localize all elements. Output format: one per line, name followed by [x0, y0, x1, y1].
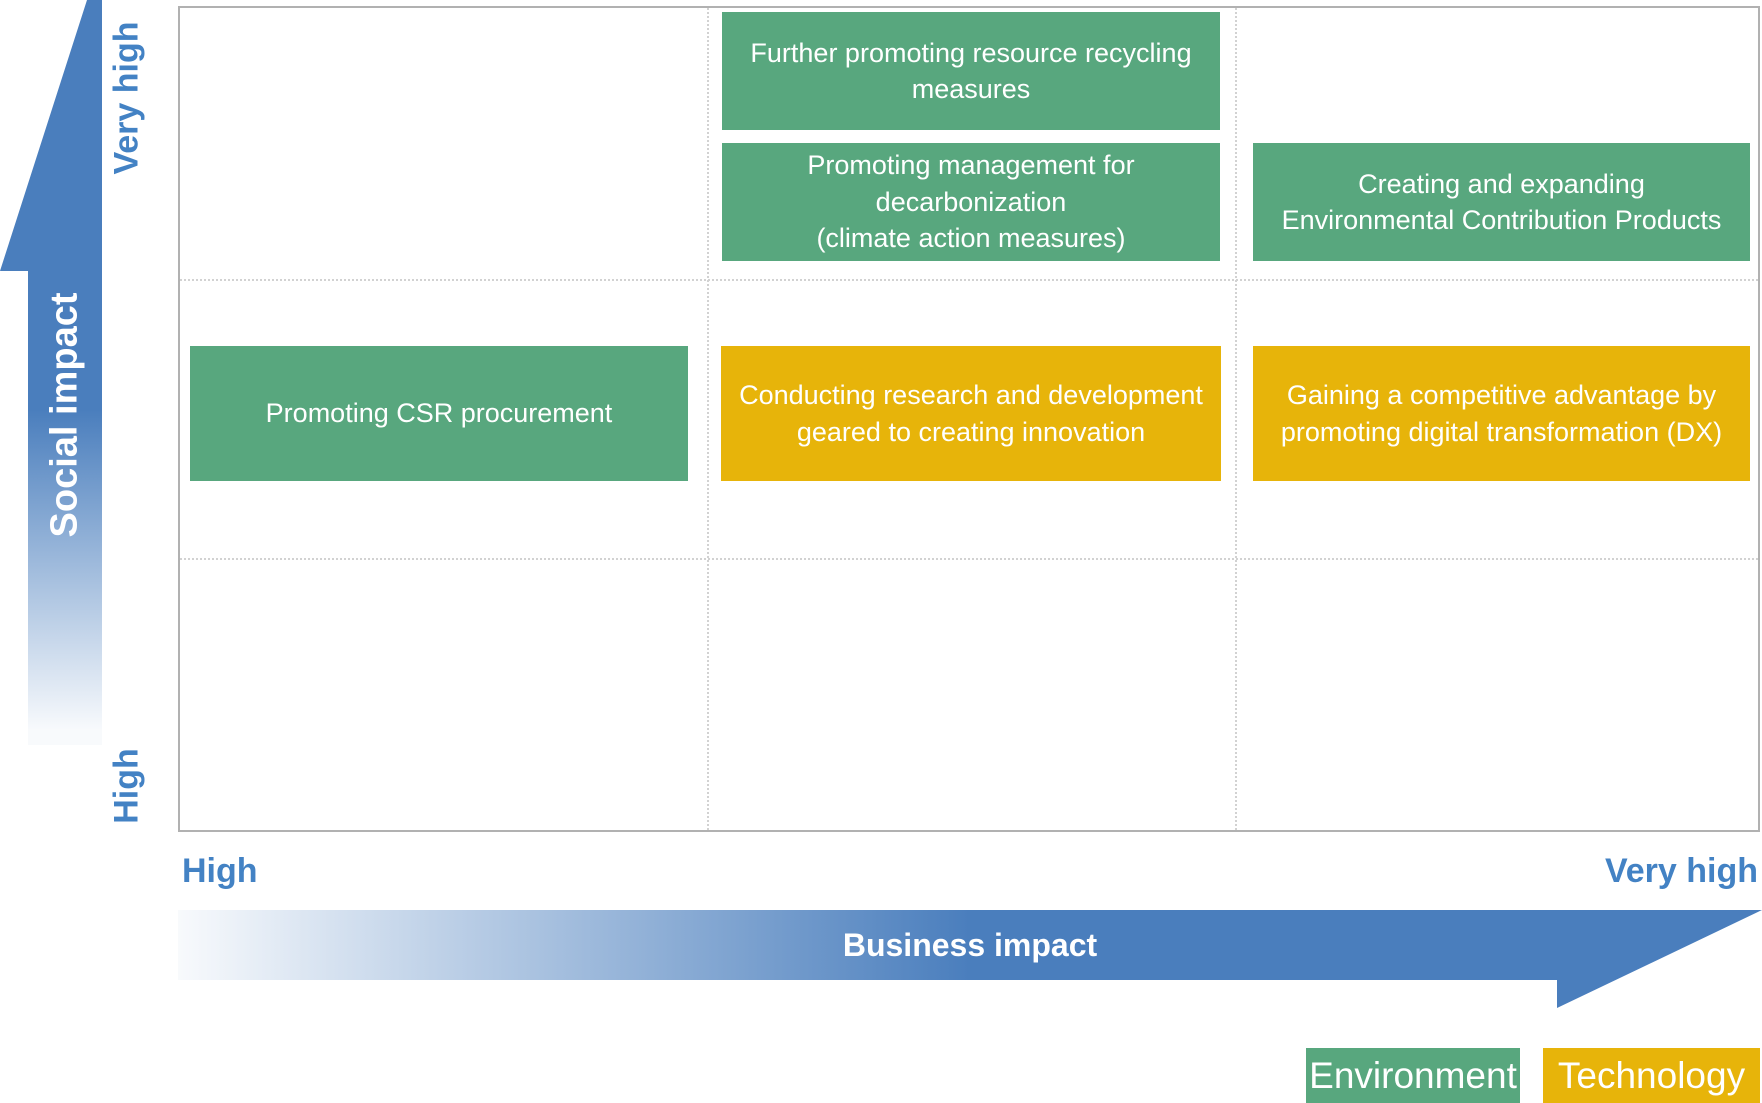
matrix-item-csr-procurement: Promoting CSR procurement	[190, 346, 688, 481]
x-axis-left-label: High	[182, 852, 258, 890]
grid-line-vertical-1	[707, 8, 709, 830]
grid-line-horizontal-2	[180, 558, 1758, 560]
business-impact-arrow-icon	[178, 910, 1762, 1008]
y-axis-top-label: Very high	[107, 21, 146, 175]
matrix-item-decarbonization: Promoting management for decarbonization…	[722, 143, 1220, 261]
x-axis-right-label: Very high	[1604, 852, 1758, 890]
matrix-item-rd-innovation: Conducting research and development gear…	[721, 346, 1221, 481]
matrix-item-environmental-products: Creating and expanding Environmental Con…	[1253, 143, 1750, 261]
grid-line-vertical-2	[1235, 8, 1237, 830]
legend-technology: Technology	[1543, 1048, 1760, 1103]
grid-line-horizontal-1	[180, 279, 1758, 281]
legend-environment: Environment	[1306, 1048, 1520, 1103]
y-axis-bottom-label: High	[107, 748, 146, 824]
matrix-item-resource-recycling: Further promoting resource recycling mea…	[722, 12, 1220, 130]
social-impact-arrow-icon	[0, 0, 102, 745]
y-axis-title: Social impact	[43, 292, 86, 538]
matrix-item-digital-transformation: Gaining a competitive advantage by promo…	[1253, 346, 1750, 481]
x-axis-title: Business impact	[842, 926, 1098, 963]
